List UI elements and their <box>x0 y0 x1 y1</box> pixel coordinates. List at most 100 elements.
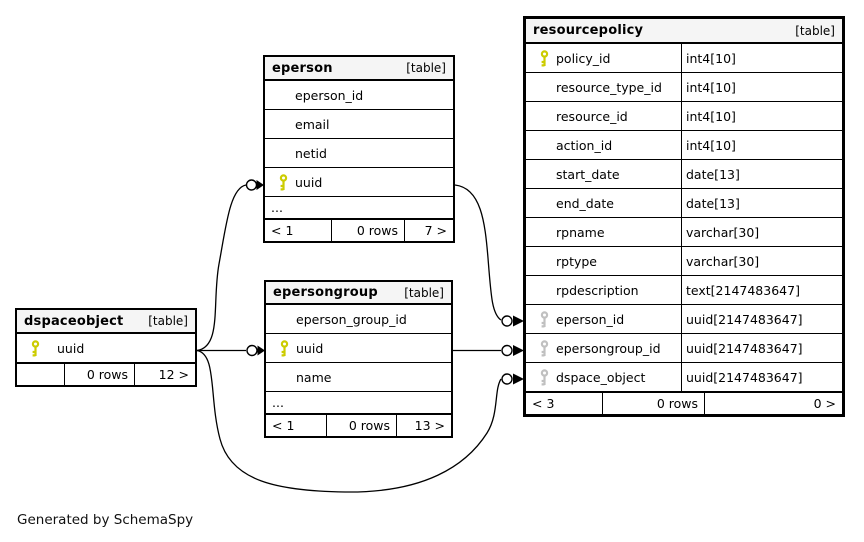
relationship-line <box>454 184 502 321</box>
table-header[interactable]: eperson [table] <box>265 57 453 81</box>
column-type: date[13] <box>681 189 842 217</box>
primary-key-icon <box>271 173 295 191</box>
column-row: epersongroup_id uuid[2147483647] <box>526 334 842 363</box>
footer-parents <box>17 364 65 385</box>
column-row: rpname varchar[30] <box>526 218 842 247</box>
footer-row-count: 0 rows <box>603 393 705 414</box>
column-name: end_date <box>556 195 614 211</box>
column-name: dspace_object <box>556 369 646 385</box>
relationship-dspaceobject-epersongroup <box>197 344 265 357</box>
column-row: policy_id int4[10] <box>526 44 842 73</box>
column-name: action_id <box>556 137 613 153</box>
relationship-line <box>196 184 247 352</box>
table-header[interactable]: epersongroup [table] <box>266 282 451 305</box>
relationship-epersongroup-resourcepolicy <box>453 344 524 357</box>
column-name: rpdescription <box>556 282 639 298</box>
footer-children: 12 > <box>158 367 189 382</box>
table-header[interactable]: dspaceobject [table] <box>17 310 195 334</box>
primary-key-icon <box>532 49 556 67</box>
foreign-key-icon <box>532 339 556 357</box>
column-row: uuid <box>17 334 195 363</box>
footer-row-count: 0 rows <box>65 364 135 385</box>
cardinality-circle <box>501 373 513 385</box>
column-name: uuid <box>57 340 85 356</box>
relationship-dspaceobject-eperson <box>196 179 264 352</box>
column-name: policy_id <box>556 50 611 66</box>
table-resourcepolicy[interactable]: resourcepolicy [table] policy_id int4[10… <box>523 16 845 417</box>
column-row: start_date date[13] <box>526 160 842 189</box>
footer-parents: < 3 <box>526 393 603 414</box>
footer-row-count: 0 rows <box>327 415 397 436</box>
table-title: resourcepolicy <box>533 23 644 38</box>
table-header[interactable]: resourcepolicy [table] <box>526 19 842 44</box>
column-type: text[2147483647] <box>681 276 842 304</box>
table-footer: < 1 0 rows 7 > <box>265 219 453 241</box>
primary-key-icon <box>272 339 296 357</box>
column-type: uuid[2147483647] <box>681 334 842 362</box>
column-type: int4[10] <box>681 102 842 130</box>
column-name: email <box>295 116 330 132</box>
column-name: name <box>296 369 332 385</box>
table-footer: 0 rows 12 > <box>17 363 195 385</box>
column-row: resource_type_id int4[10] <box>526 73 842 102</box>
table-dspaceobject[interactable]: dspaceobject [table] uuid 0 rows 12 > <box>15 308 197 387</box>
hidden-columns-ellipsis: ... <box>266 392 451 414</box>
column-row: action_id int4[10] <box>526 131 842 160</box>
table-type-badge: [table] <box>404 285 444 300</box>
column-name: rpname <box>556 224 605 240</box>
column-name: resource_type_id <box>556 79 662 95</box>
column-type: uuid[2147483647] <box>681 363 842 391</box>
column-name: resource_id <box>556 108 628 124</box>
table-eperson[interactable]: eperson [table] eperson_id email netid u… <box>263 55 455 243</box>
footer-children: 0 > <box>813 396 836 411</box>
table-title: dspaceobject <box>24 313 124 329</box>
column-row: netid <box>265 139 453 168</box>
primary-key-icon <box>23 339 47 357</box>
generated-by-caption: Generated by SchemaSpy <box>17 512 194 528</box>
relationship-eperson-resourcepolicy <box>454 184 524 327</box>
cardinality-circle <box>501 315 513 327</box>
hidden-columns-ellipsis: ... <box>265 197 453 219</box>
column-row: uuid <box>265 168 453 197</box>
table-footer: < 3 0 rows 0 > <box>526 392 842 414</box>
column-row: rptype varchar[30] <box>526 247 842 276</box>
column-name: eperson_id <box>556 311 625 327</box>
table-title: epersongroup <box>273 285 378 300</box>
column-name: uuid <box>296 340 324 356</box>
column-row: rpdescription text[2147483647] <box>526 276 842 305</box>
footer-parents: < 1 <box>265 220 332 241</box>
column-name: rptype <box>556 253 597 269</box>
column-row: eperson_id <box>265 81 453 110</box>
footer-parents: < 1 <box>266 415 327 436</box>
table-title: eperson <box>272 60 333 76</box>
table-type-badge: [table] <box>406 61 446 75</box>
table-epersongroup[interactable]: epersongroup [table] eperson_group_id uu… <box>264 280 453 438</box>
cardinality-circle <box>501 344 513 357</box>
foreign-key-icon <box>532 368 556 386</box>
column-name: eperson_group_id <box>296 311 407 327</box>
column-type: date[13] <box>681 160 842 188</box>
column-row: eperson_id uuid[2147483647] <box>526 305 842 334</box>
column-row: end_date date[13] <box>526 189 842 218</box>
column-row: email <box>265 110 453 139</box>
column-row: uuid <box>266 334 451 363</box>
footer-row-count: 0 rows <box>332 220 405 241</box>
table-footer: < 1 0 rows 13 > <box>266 414 451 436</box>
column-type: uuid[2147483647] <box>681 305 842 333</box>
column-type: int4[10] <box>681 44 842 72</box>
cardinality-circle <box>245 179 258 191</box>
column-name: epersongroup_id <box>556 340 661 356</box>
column-name: netid <box>295 145 327 161</box>
table-type-badge: [table] <box>795 23 835 38</box>
column-name: start_date <box>556 166 620 182</box>
footer-children: 7 > <box>424 223 447 238</box>
footer-children: 13 > <box>414 418 445 433</box>
column-row: resource_id int4[10] <box>526 102 842 131</box>
table-type-badge: [table] <box>148 314 188 328</box>
column-name: eperson_id <box>295 87 364 103</box>
foreign-key-icon <box>532 310 556 328</box>
column-type: varchar[30] <box>681 218 842 246</box>
column-row: dspace_object uuid[2147483647] <box>526 363 842 392</box>
column-type: varchar[30] <box>681 247 842 275</box>
column-type: int4[10] <box>681 131 842 159</box>
